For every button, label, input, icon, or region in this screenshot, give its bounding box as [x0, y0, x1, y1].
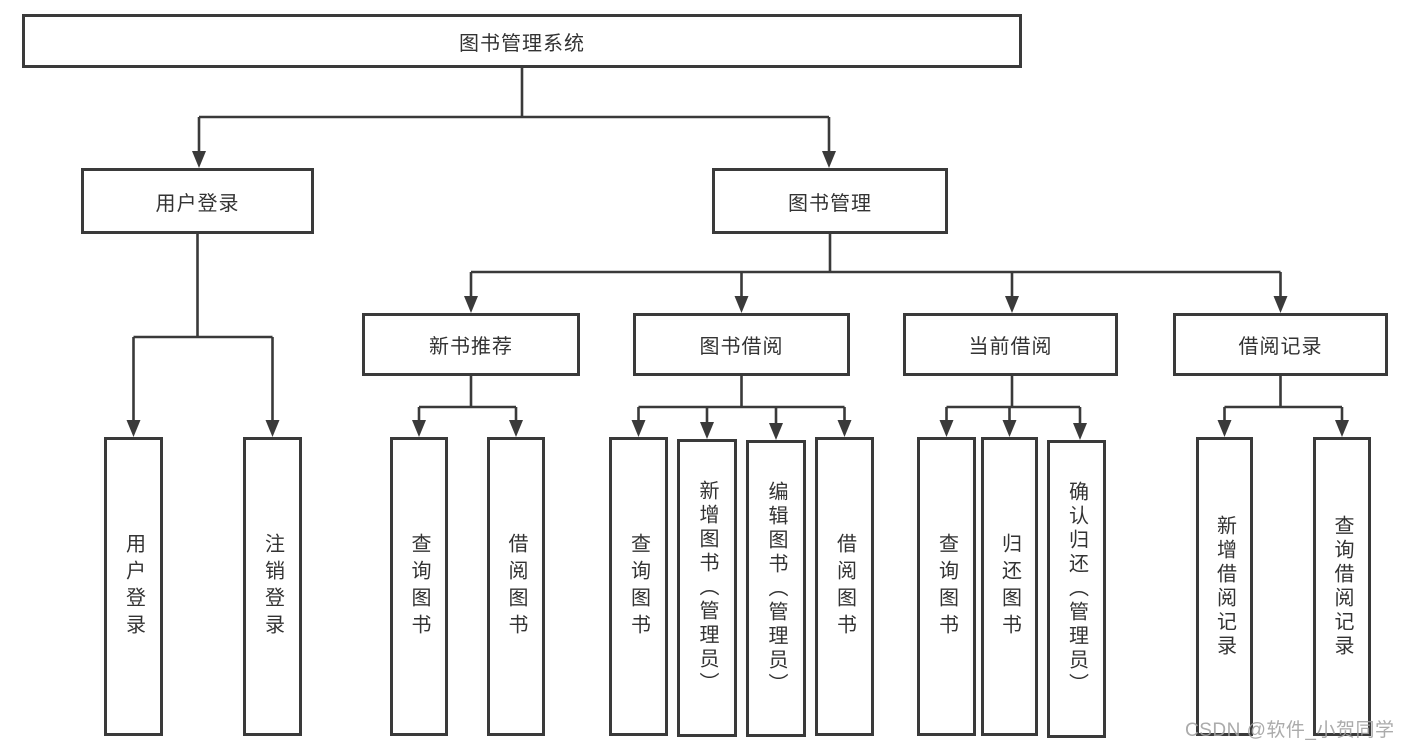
leaf-label: 用户登录: [122, 532, 145, 641]
leaf-add-book-admin: 新增图书（管理员）: [677, 439, 737, 737]
node-label: 借阅记录: [1238, 336, 1323, 358]
leaf-current-query-books: 查询图书: [917, 437, 976, 736]
leaf-return-books: 归还图书: [981, 437, 1038, 736]
node-book-management: 图书管理: [712, 168, 948, 234]
node-current-borrow: 当前借阅: [903, 313, 1118, 376]
leaf-label: 借阅图书: [505, 532, 527, 641]
leaf-add-borrow-record: 新增借阅记录: [1196, 437, 1253, 736]
node-new-book-recommend: 新书推荐: [362, 313, 580, 376]
leaf-label: 查询图书: [935, 532, 958, 641]
leaf-newbook-query-books: 查询图书: [390, 437, 448, 736]
leaf-edit-book-admin: 编辑图书（管理员）: [746, 440, 806, 737]
node-label: 新书推荐: [429, 336, 513, 358]
leaf-label: 新增图书（管理员）: [696, 480, 718, 696]
leaf-user-login: 用户登录: [104, 437, 163, 736]
leaf-confirm-return-admin: 确认归还（管理员）: [1047, 440, 1106, 738]
node-label: 当前借阅: [968, 336, 1053, 358]
leaf-label: 注销登录: [261, 532, 284, 641]
tree-connector-path: [132, 68, 1344, 424]
leaf-borrow-query-books: 查询图书: [609, 437, 668, 736]
leaf-query-borrow-record: 查询借阅记录: [1313, 437, 1371, 736]
node-root-library-system: 图书管理系统: [22, 14, 1022, 68]
arrowhead-icons: [126, 151, 1349, 440]
leaf-label: 归还图书: [998, 532, 1021, 641]
leaf-label: 查询图书: [408, 532, 430, 641]
leaf-logout: 注销登录: [243, 437, 302, 736]
node-label: 图书管理: [788, 192, 872, 215]
leaf-label: 编辑图书（管理员）: [765, 480, 787, 697]
node-borrow-records: 借阅记录: [1173, 313, 1388, 376]
node-label: 图书管理系统: [459, 32, 585, 55]
node-label: 用户登录: [155, 192, 240, 215]
leaf-label: 确认归还（管理员）: [1065, 481, 1088, 697]
leaf-label: 查询借阅记录: [1331, 514, 1353, 659]
leaf-label: 借阅图书: [833, 532, 856, 641]
leaf-newbook-borrow-books: 借阅图书: [487, 437, 545, 736]
node-label: 图书借阅: [699, 336, 784, 358]
csdn-watermark: CSDN @软件_小贺同学: [1185, 720, 1395, 741]
leaf-label: 查询图书: [627, 532, 650, 641]
node-book-borrow: 图书借阅: [633, 313, 850, 376]
leaf-borrow-borrow-books: 借阅图书: [815, 437, 874, 736]
node-user-login: 用户登录: [81, 168, 314, 234]
leaf-label: 新增借阅记录: [1213, 514, 1236, 659]
